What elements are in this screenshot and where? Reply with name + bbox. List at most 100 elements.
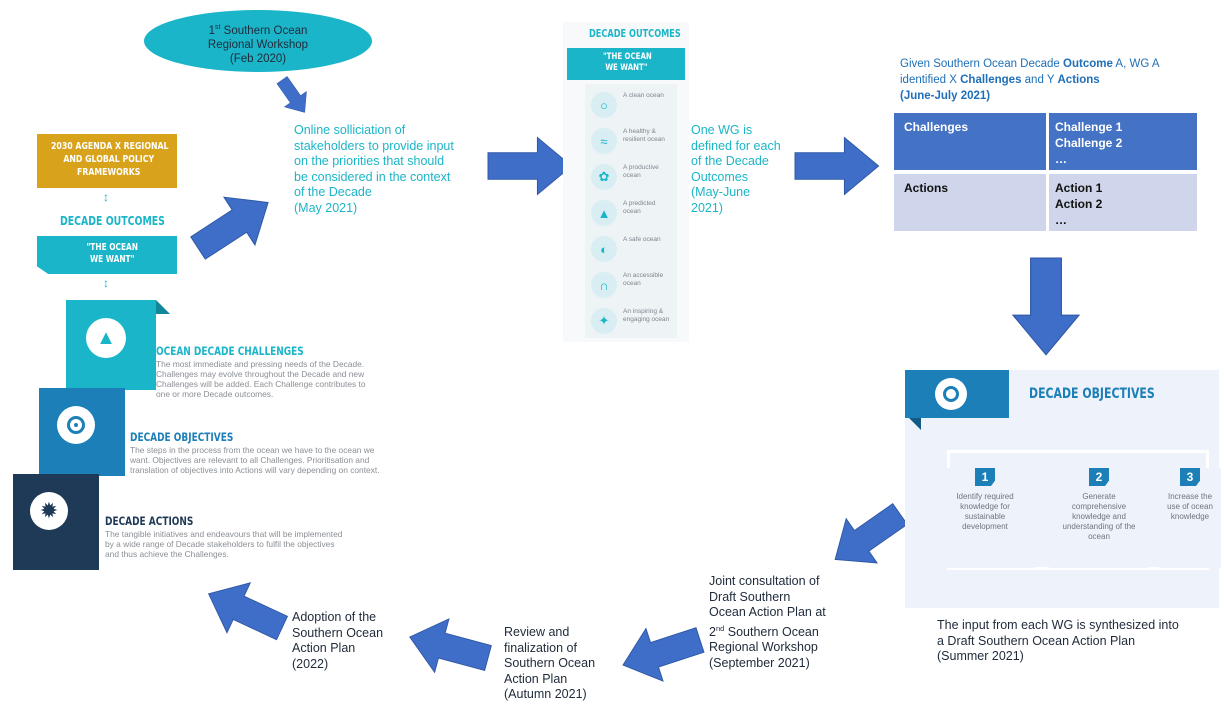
agenda-line1: 2030 AGENDA X REGIONAL — [51, 141, 169, 152]
actions-title: DECADE ACTIONS — [105, 514, 194, 528]
arrow-left-to-online — [182, 178, 285, 273]
agenda-box: 2030 AGENDA X REGIONAL AND GLOBAL POLICY… — [37, 134, 177, 188]
outcome-item: ✦An inspiring & engaging ocean — [585, 306, 677, 338]
synth-l1: The input from each WG is synthesized in… — [937, 618, 1179, 632]
online-l6: (May 2021) — [294, 200, 358, 215]
table-cell-challenge2: Challenge 2 — [1055, 136, 1123, 150]
arrow-review-to-adoption — [402, 609, 496, 686]
center-outcomes-banner: "THE OCEAN WE WANT" — [567, 48, 685, 80]
joint-l3: Ocean Action Plan at — [709, 605, 826, 619]
one-wg-l5: (May-June — [691, 185, 751, 199]
synth-text: The input from each WG is synthesized in… — [937, 618, 1217, 665]
challenges-tile-fold — [156, 300, 170, 314]
given-l1: Given Southern Ocean Decade Outcome A, W… — [900, 58, 1160, 70]
synth-l2: a Draft Southern Ocean Action Plan — [937, 633, 1136, 648]
connector-icon: ↕ — [103, 190, 109, 204]
outcome-item: ▲ A predicted ocean — [585, 198, 677, 230]
joint-l2: Draft Southern — [709, 589, 791, 604]
review-l4: Action Plan — [504, 671, 568, 686]
joint-consultation-text: Joint consultation of Draft Southern Oce… — [709, 574, 849, 671]
outcome-label: A predicted ocean — [623, 200, 656, 215]
clean-ocean-icon: ○ — [591, 92, 617, 118]
target-icon — [57, 406, 95, 444]
agenda-line2: AND GLOBAL POLICY — [63, 154, 155, 165]
one-wg-l6: 2021) — [691, 200, 723, 215]
predicted-ocean-icon: ▲ — [591, 200, 617, 226]
objectives-desc: The steps in the process from the ocean … — [130, 445, 380, 475]
healthy-ocean-icon: ≈ — [591, 128, 617, 154]
objective-number-badge: 1 — [975, 468, 995, 486]
table-cell-challenges-head: Challenges — [904, 120, 969, 134]
online-l2: stakeholders to provide input — [294, 138, 454, 153]
adoption-l1: Adoption of the — [292, 610, 377, 624]
workshop-line1: 1st Southern Ocean — [208, 24, 308, 37]
joint-l4: 2nd Southern Ocean — [709, 623, 819, 639]
table-cell-action-more: … — [1055, 213, 1067, 227]
given-l2: identified X Challenges and Y Actions — [900, 74, 1100, 86]
challenges-actions-table: Challenges Challenge 1 Challenge 2 … Act… — [894, 113, 1197, 231]
online-l1: Online solliciation of — [294, 123, 406, 137]
left-banner-line1: "THE OCEAN — [86, 242, 138, 253]
arrow-table-to-objectives — [1012, 257, 1080, 356]
arrow-adoption-to-left — [196, 568, 295, 654]
given-l3: (June-July 2021) — [900, 90, 991, 102]
connector-icon-2: ↕ — [103, 276, 109, 290]
outcome-item: ∩An accessible ocean — [585, 270, 677, 302]
online-l5: of the Decade — [294, 185, 372, 199]
safe-ocean-icon: ◐ — [591, 236, 617, 262]
one-wg-l1: One WG is — [691, 123, 753, 137]
arrow-workshop-to-online — [270, 72, 316, 121]
joint-l5: Regional Workshop — [709, 640, 818, 655]
adoption-l3: Action Plan — [292, 641, 356, 655]
outcome-item: ✿A productive ocean — [585, 162, 677, 194]
adoption-text: Adoption of the Southern Ocean Action Pl… — [292, 610, 402, 672]
flask-icon: ▲ — [86, 318, 126, 358]
left-outcomes-title: DECADE OUTCOMES — [60, 214, 165, 228]
workshop-line3: (Feb 2020) — [229, 52, 287, 65]
challenges-desc: The most immediate and pressing needs of… — [156, 359, 366, 399]
objectives-target-icon — [935, 378, 967, 410]
objective-text: Increase the use of ocean knowledge — [1167, 492, 1213, 521]
actions-desc: The tangible initiatives and endeavours … — [105, 529, 343, 559]
table-cell-challenge1: Challenge 1 — [1055, 120, 1123, 134]
online-l3: on the priorities that should — [294, 154, 445, 168]
outcome-label: An accessible ocean — [623, 272, 664, 287]
center-outcomes-title: DECADE OUTCOMES — [589, 28, 681, 40]
table-cell-actions-head: Actions — [904, 181, 949, 195]
objective-text: Identify required knowledge for sustaina… — [956, 492, 1014, 531]
decade-objectives-title: DECADE OBJECTIVES — [1029, 386, 1155, 402]
one-wg-text: One WG is defined for each of the Decade… — [691, 123, 801, 216]
review-l5: (Autumn 2021) — [504, 687, 587, 701]
arrow-wg-to-table — [794, 137, 880, 195]
arrow-online-to-outcomes — [487, 137, 573, 195]
center-banner-line2: WE WANT" — [605, 63, 648, 73]
workshop-line2: Regional Workshop — [207, 38, 309, 51]
table-cell-challenge-more: … — [1055, 152, 1067, 166]
table-cell-action1: Action 1 — [1055, 181, 1103, 195]
outcome-label: A productive ocean — [623, 164, 659, 179]
review-text: Review and finalization of Southern Ocea… — [504, 625, 624, 703]
joint-l1: Joint consultation of — [709, 574, 820, 588]
synth-l3: (Summer 2021) — [937, 649, 1024, 663]
adoption-l2: Southern Ocean — [292, 625, 384, 640]
one-wg-l2: defined for each — [691, 138, 781, 153]
center-banner-line1: "THE OCEAN — [603, 52, 652, 62]
review-l1: Review and — [504, 625, 570, 639]
outcome-item: ≈ A healthy & resilient ocean — [585, 126, 677, 158]
table-cell-action2: Action 2 — [1055, 197, 1103, 211]
objective-number-badge: 3 — [1180, 468, 1200, 486]
given-text: Given Southern Ocean Decade Outcome A, W… — [900, 56, 1220, 104]
online-solicitation-text: Online solliciation of stakeholders to p… — [294, 123, 484, 216]
arrow-objectives-to-joint — [819, 491, 916, 582]
outcome-label: A healthy & resilient ocean — [623, 128, 665, 143]
outcome-label: An inspiring & engaging ocean — [623, 308, 670, 323]
adoption-l4: (2022) — [292, 656, 329, 671]
challenges-title: OCEAN DECADE CHALLENGES — [156, 344, 304, 358]
left-banner-line2: WE WANT" — [89, 254, 135, 265]
objective-number-badge: 2 — [1089, 468, 1109, 486]
table-row-challenges: Challenges Challenge 1 Challenge 2 … — [894, 113, 1197, 170]
review-l2: finalization of — [504, 640, 577, 655]
